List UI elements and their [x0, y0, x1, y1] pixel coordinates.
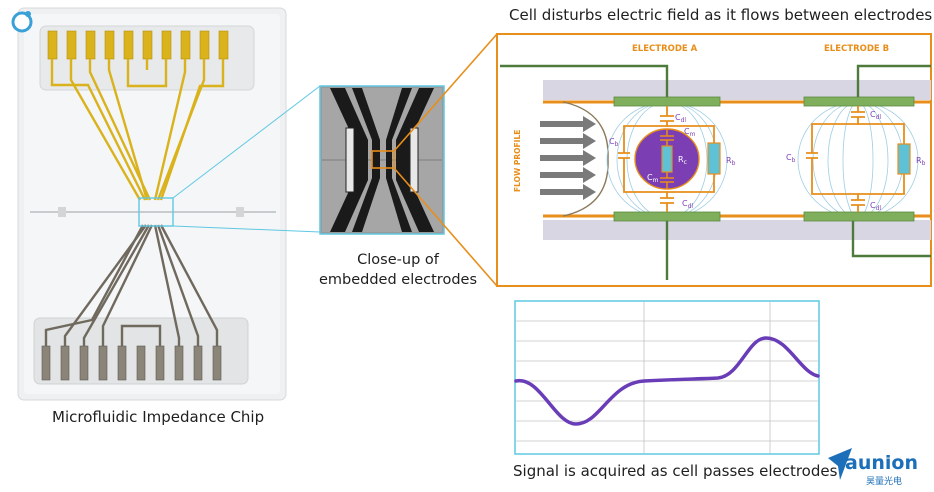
flow-profile-label: FLOW PROFILE [513, 130, 522, 192]
rb-resistor-b [897, 143, 911, 175]
svg-text:Cdl: Cdl [682, 199, 693, 210]
brand-name: aunion [845, 452, 918, 474]
electrode-a-label: ELECTRODE A [632, 44, 698, 54]
green-wires [500, 64, 931, 280]
svg-text:Cm: Cm [647, 173, 659, 184]
signal-trace [514, 336, 820, 426]
closeup-image [319, 85, 445, 235]
rc-resistor [661, 145, 673, 173]
diagram-labels: ELECTRODE A ELECTRODE B FLOW PROFILE Cdl… [513, 44, 926, 212]
closeup-caption: Close-up of embedded electrodes [313, 250, 483, 290]
chip-caption: Microfluidic Impedance Chip [52, 408, 265, 426]
svg-text:Cdl: Cdl [870, 201, 881, 212]
signal-caption: Signal is acquired as cell passes electr… [513, 462, 838, 480]
aunion-logo-mark [828, 448, 852, 480]
bottom-pads [41, 345, 222, 381]
orange-connectors [393, 33, 498, 287]
signal-plot [514, 300, 820, 455]
svg-text:Cb: Cb [786, 153, 796, 164]
svg-text:Cdl: Cdl [675, 113, 686, 124]
microfluidic-chip [17, 7, 287, 401]
circuit-diagram [496, 33, 932, 287]
svg-text:Rc: Rc [678, 155, 687, 166]
top-gold-traces [50, 59, 225, 201]
corner-logo [11, 11, 33, 33]
circuit-b [806, 106, 905, 212]
bottom-traces [44, 224, 219, 346]
flow-arrows [540, 116, 596, 200]
circuit-a [618, 106, 715, 212]
svg-text:Rb: Rb [726, 156, 736, 167]
chip-zoom-box [138, 197, 174, 227]
svg-text:Cm: Cm [684, 127, 696, 138]
svg-text:Cb: Cb [609, 137, 619, 148]
closeup-caption-line2: embedded electrodes [318, 272, 478, 288]
svg-text:Rb: Rb [916, 156, 926, 167]
electrode-b-label: ELECTRODE B [824, 44, 889, 54]
zoom-connectors [172, 85, 321, 233]
brand-sub: 昊量光电 [866, 477, 903, 487]
closeup-caption-line1: Close-up of [357, 252, 439, 268]
svg-text:Cdl: Cdl [870, 110, 881, 121]
figure-title: Cell disturbs electric field as it flows… [509, 6, 933, 24]
rb-resistor-a [707, 142, 721, 175]
